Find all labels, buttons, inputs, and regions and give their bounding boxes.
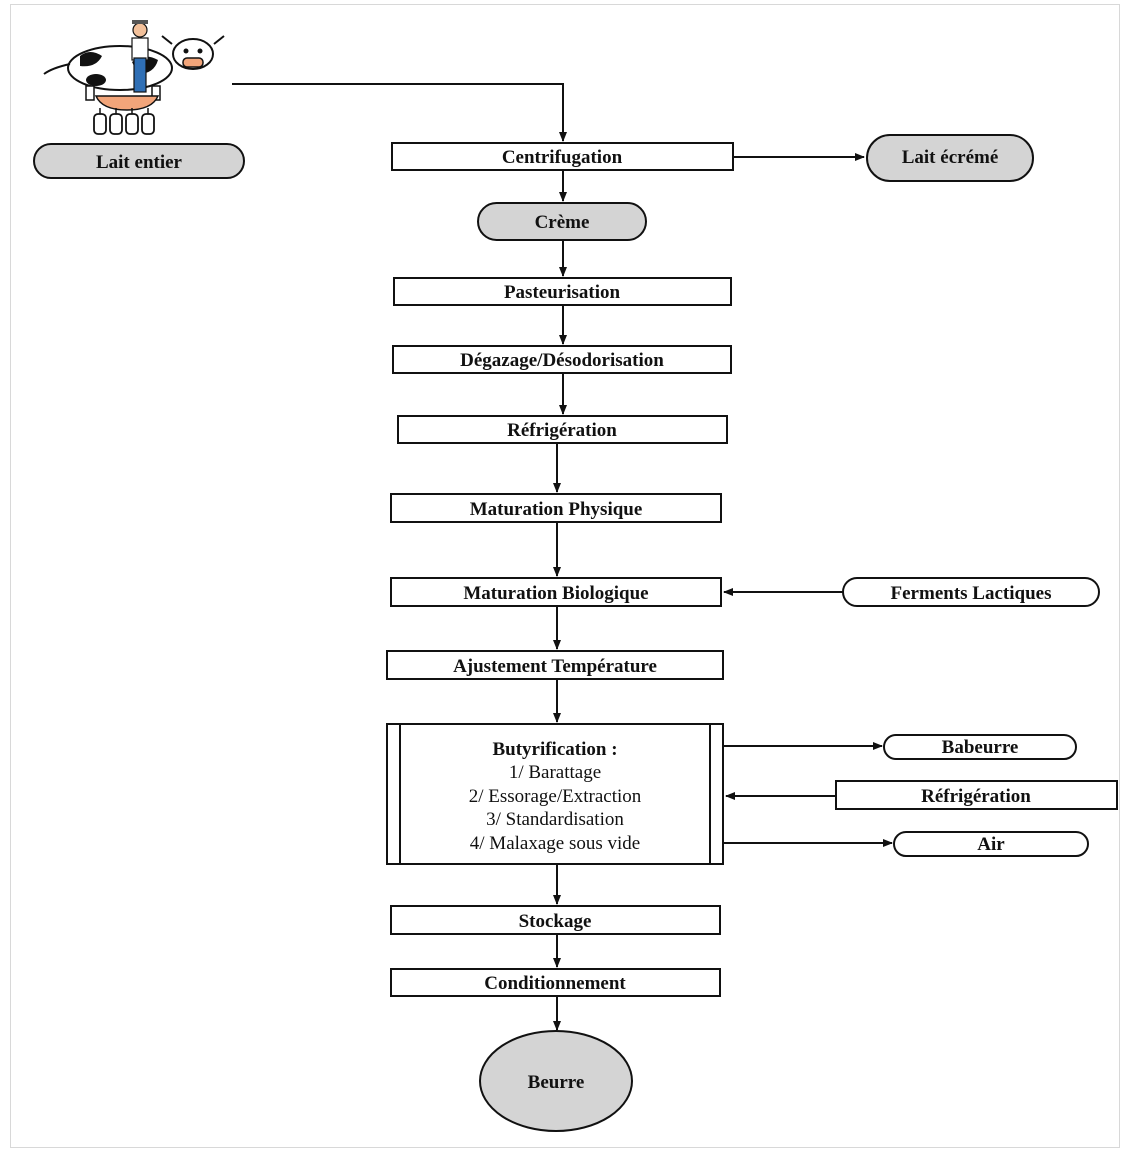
air-node: Air [893,831,1089,857]
buttermilk-node: Babeurre [883,734,1077,760]
skim-milk-node: Lait écrémé [866,134,1034,182]
refrigeration-input-label: Réfrigération [921,786,1031,807]
butyrification-title-suffix: : [606,739,617,760]
step-stockage: Stockage [390,905,721,935]
cream-node: Crème [477,202,647,241]
butyrification-title: Butyrification [492,739,606,760]
step-centrifugation: Centrifugation [391,142,734,171]
step-label: Réfrigération [507,420,617,441]
cream-label: Crème [535,212,590,233]
butyrification-substep: 1/ Barattage [509,762,601,783]
diagram-frame [10,4,1120,1148]
step-refrigeration: Réfrigération [397,415,728,444]
step-maturation-biologique: Maturation Biologique [390,577,722,607]
step-conditionnement: Conditionnement [390,968,721,997]
air-label: Air [977,834,1005,855]
butter-label: Beurre [528,1072,585,1093]
butyrification-substep: 2/ Essorage/Extraction [469,786,642,807]
refrigeration-input-node: Réfrigération [835,780,1118,810]
step-label: Maturation Biologique [463,583,648,604]
lactic-ferments-label: Ferments Lactiques [891,583,1052,604]
step-label: Maturation Physique [470,499,643,520]
lactic-ferments-node: Ferments Lactiques [842,577,1100,607]
step-maturation-physique: Maturation Physique [390,493,722,523]
step-label: Dégazage/Désodorisation [460,350,664,371]
cow-milking-illustration [43,20,225,135]
step-label: Stockage [519,911,592,932]
skim-milk-label: Lait écrémé [902,147,999,168]
butyrification-substep: 4/ Malaxage sous vide [470,833,640,854]
butyrification-substep: 3/ Standardisation [486,809,624,830]
step-label: Centrifugation [502,147,623,168]
buttermilk-label: Babeurre [942,737,1019,758]
svg-text:Butyrification :: Butyrification : [492,739,617,760]
arrow-source-to-centrifugation [232,83,567,142]
step-degazage: Dégazage/Désodorisation [392,345,732,374]
step-butyrification: Butyrification : 1/ Barattage 2/ Essorag… [386,723,724,865]
butter-node: Beurre [479,1030,633,1132]
step-ajustement-temperature: Ajustement Température [386,650,724,680]
step-pasteurisation: Pasteurisation [393,277,732,306]
step-label: Ajustement Température [453,656,657,677]
lait-entier-node: Lait entier [33,143,245,179]
step-label: Conditionnement [484,973,626,994]
step-label: Pasteurisation [504,282,621,303]
lait-entier-label: Lait entier [96,152,183,173]
